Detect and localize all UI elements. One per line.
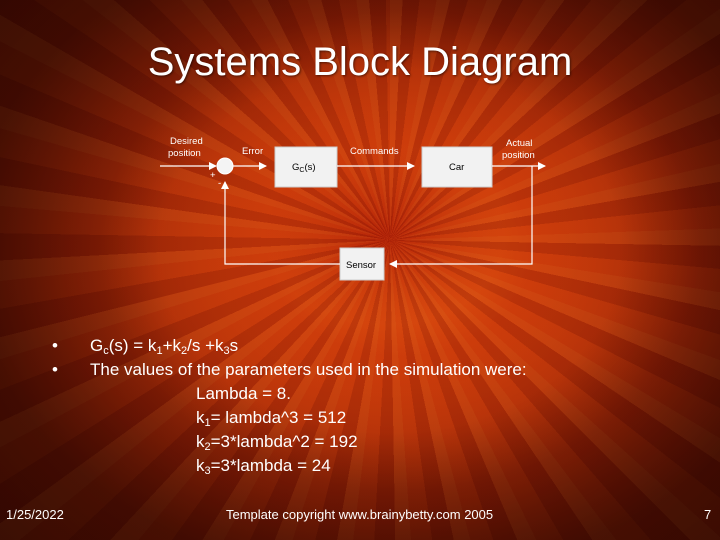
car-label: Car [449, 162, 464, 173]
footer-copyright: Template copyright www.brainybetty.com 2… [226, 507, 494, 522]
actual-position-label-2: position [502, 150, 535, 161]
bullet-marker: • [52, 360, 58, 379]
error-label: Error [242, 146, 263, 157]
sensor-block [339, 247, 385, 281]
car-block [421, 146, 493, 188]
feedback-line-to-junction [221, 181, 340, 265]
feedback-line-to-sensor [389, 166, 533, 268]
desired-position-label-1: Desired [170, 136, 203, 147]
transfer-function-text: Gc(s) = k1+k2/s +k3s [90, 336, 239, 357]
bullet-marker: • [52, 336, 58, 355]
block-diagram: Desired position + - Error GC(s) Command… [160, 136, 546, 281]
k3-value: k3=3*lambda = 24 [196, 456, 331, 477]
slide-title: Systems Block Diagram [147, 40, 573, 84]
lambda-value: Lambda = 8. [196, 384, 291, 403]
k2-value: k2=3*lambda^2 = 192 [196, 432, 358, 453]
commands-label: Commands [350, 146, 399, 157]
footer-page-number: 7 [704, 507, 712, 522]
plus-sign: + [210, 170, 216, 181]
footer-date: 1/25/2022 [6, 507, 64, 522]
actual-position-label-1: Actual [506, 138, 532, 149]
controller-block [274, 146, 338, 188]
minus-sign: - [218, 178, 221, 189]
desired-position-label-2: position [168, 148, 201, 159]
summing-junction [216, 157, 234, 175]
k1-value: k1= lambda^3 = 512 [196, 408, 347, 429]
parameters-text: The values of the parameters used in the… [90, 360, 527, 379]
sensor-label: Sensor [346, 260, 376, 271]
controller-label: GC(s) [292, 162, 316, 174]
